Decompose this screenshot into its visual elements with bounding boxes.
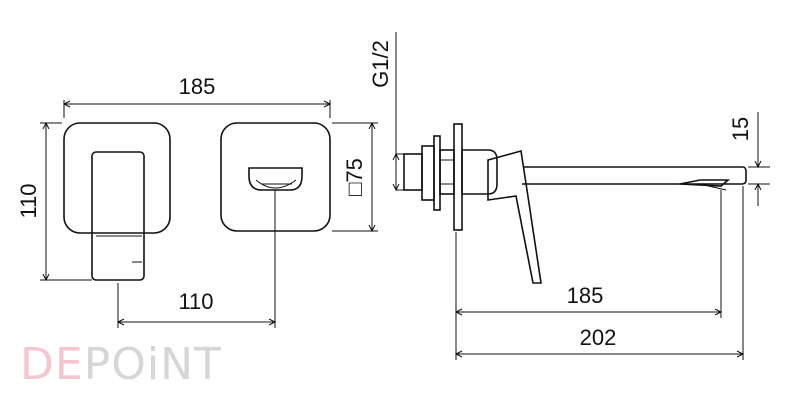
side-view: G1/2 15 185 202: [368, 32, 770, 360]
thread-dimension: G1/2: [368, 40, 393, 88]
front-view: 185 110 110 □75: [16, 74, 378, 328]
spout-outlet: [248, 167, 303, 191]
spout-profile: [522, 166, 747, 185]
plate-dimension: □75: [342, 158, 367, 196]
watermark-logo: DEPOiNT: [20, 339, 222, 390]
watermark-part-de: DE: [20, 339, 84, 390]
spout-height-dimension: 15: [728, 117, 753, 141]
width-dimension: 185: [179, 74, 216, 99]
mixer-plate: [63, 122, 171, 234]
wall-plate-profile: [453, 123, 463, 231]
height-dimension: 110: [16, 183, 41, 218]
spout-reach-dimension: 185: [567, 283, 604, 308]
spacing-dimension: 110: [178, 289, 213, 314]
watermark-part-point: POiNT: [84, 339, 222, 390]
total-depth-dimension: 202: [580, 325, 617, 350]
lever-profile: [487, 149, 542, 284]
lever-handle: [91, 151, 145, 281]
